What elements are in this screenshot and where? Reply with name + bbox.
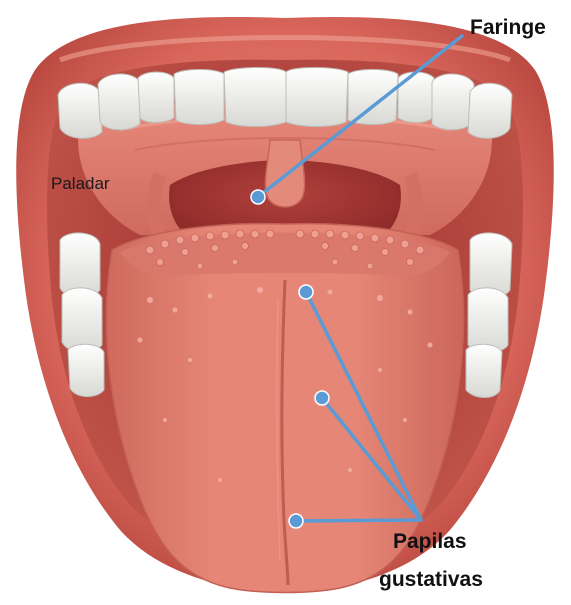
- label-gustativas: gustativas: [379, 568, 483, 592]
- label-papilas: Papilas: [393, 530, 467, 554]
- label-faringe: Faringe: [470, 16, 546, 40]
- papila-marker-3: [289, 514, 303, 528]
- label-paladar: Paladar: [51, 174, 110, 194]
- faringe-marker: [251, 190, 265, 204]
- papila-marker-2: [315, 391, 329, 405]
- papila-marker-1: [299, 285, 313, 299]
- papila-leader-line-3: [296, 520, 421, 521]
